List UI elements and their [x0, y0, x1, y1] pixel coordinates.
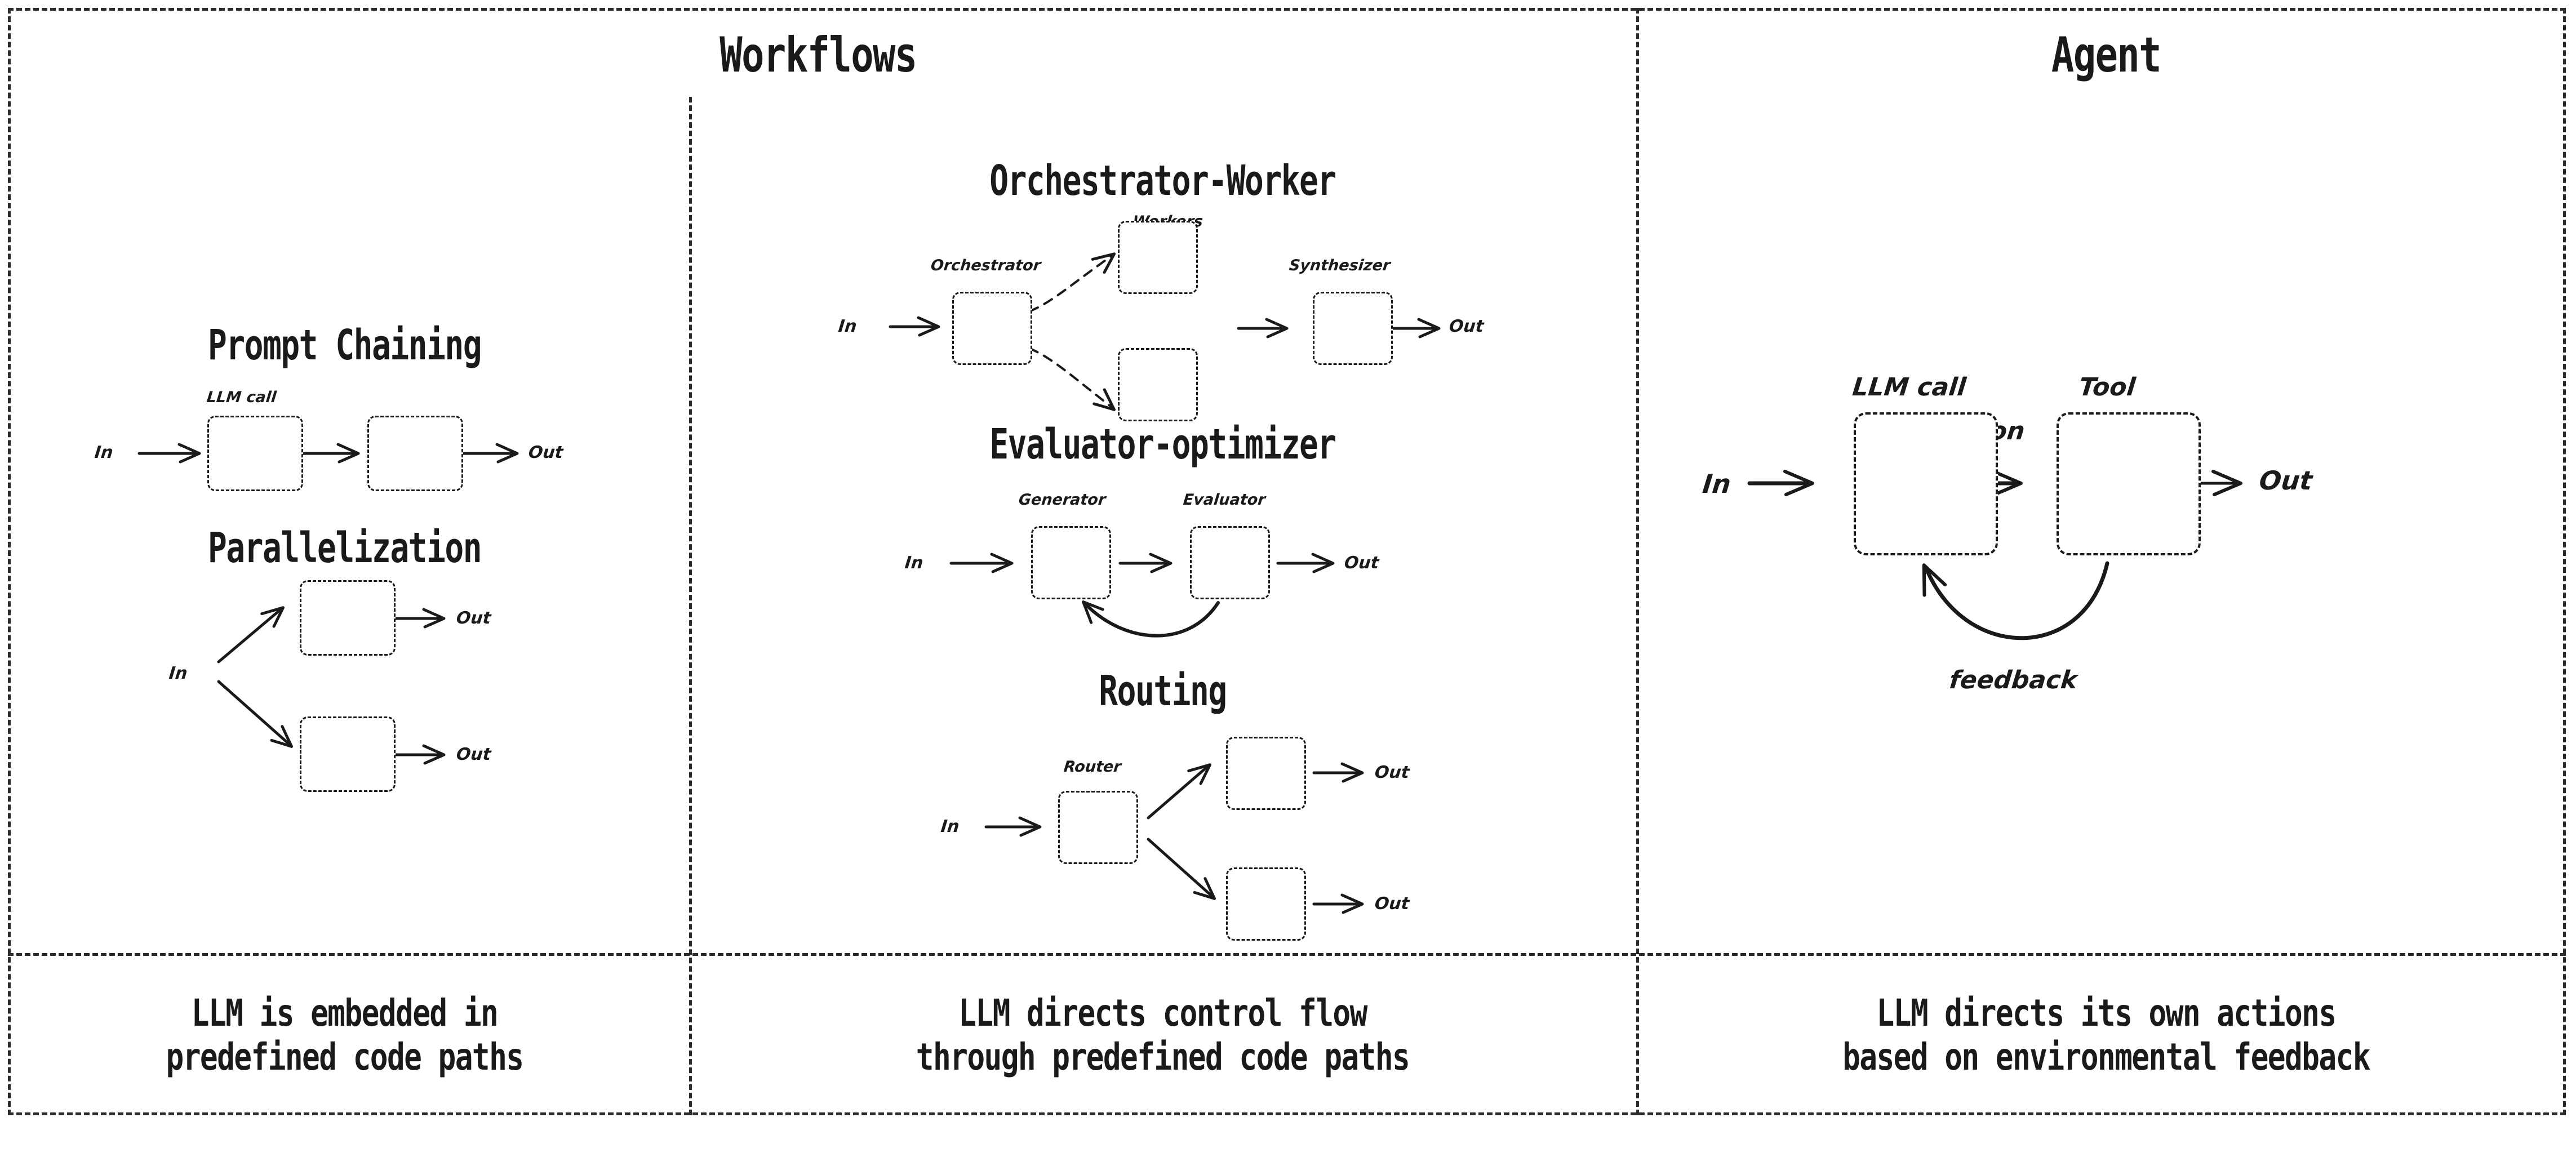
agent-out-label: Out: [2258, 465, 2314, 496]
parallelization-llm-node-bottom[interactable]: [300, 716, 396, 792]
evaluator-optimizer-generator-label: Generator: [1018, 491, 1107, 509]
orchestrator-worker-synthesizer-label: Synthesizer: [1288, 257, 1392, 274]
orchestrator-node[interactable]: [952, 292, 1032, 365]
prompt-chaining-out-label: Out: [527, 443, 565, 462]
parallelization-in-label: In: [168, 664, 189, 683]
agent-in-label: In: [1701, 469, 1733, 499]
parallelization-llm-node-top[interactable]: [300, 580, 396, 656]
routing-llm-node-top[interactable]: [1226, 737, 1306, 810]
prompt-chaining-llm-call-label: LLM call: [206, 389, 278, 406]
prompt-chaining-title: Prompt Chaining: [207, 321, 482, 370]
generator-node[interactable]: [1031, 526, 1111, 599]
outer-border: [8, 8, 2566, 1115]
evaluator-node[interactable]: [1190, 526, 1270, 599]
routing-router-label: Router: [1063, 758, 1122, 776]
routing-llm-node-bottom[interactable]: [1226, 867, 1306, 941]
worker-node-2[interactable]: [1118, 348, 1198, 421]
agent-llm-call-label: LLM call: [1851, 373, 1967, 402]
workflows-column-title: Workflows: [719, 27, 917, 83]
routing-title: Routing: [1099, 667, 1227, 715]
parallelization-out-bottom-label: Out: [455, 745, 492, 764]
evaluator-optimizer-title: Evaluator-optimizer: [989, 420, 1336, 469]
parallelization-out-top-label: Out: [455, 608, 492, 628]
agent-llm-call-node[interactable]: [1854, 412, 1998, 555]
orchestrator-worker-in-label: In: [837, 317, 858, 336]
router-node[interactable]: [1058, 791, 1138, 864]
caption-divider: [8, 953, 2566, 956]
agent-feedback-label: feedback: [1948, 666, 2079, 695]
prompt-chaining-llm-node-1[interactable]: [207, 416, 303, 491]
routing-in-label: In: [940, 817, 961, 836]
orchestrator-worker-orchestrator-label: Orchestrator: [930, 257, 1042, 274]
orchestrator-worker-out-label: Out: [1448, 317, 1485, 336]
orchestrator-worker-title: Orchestrator-Worker: [989, 157, 1336, 205]
evaluator-optimizer-out-label: Out: [1343, 553, 1380, 573]
workflows-inner-divider: [689, 97, 692, 1115]
prompt-chaining-llm-node-2[interactable]: [367, 416, 463, 491]
agent-tool-label: Tool: [2077, 373, 2137, 402]
routing-out-bottom-label: Out: [1374, 894, 1411, 914]
agent-column-title: Agent: [2051, 27, 2162, 83]
worker-node-1[interactable]: [1118, 221, 1198, 294]
agent-tool-node[interactable]: [2057, 412, 2201, 555]
parallelization-title: Parallelization: [207, 524, 482, 572]
prompt-chaining-in-label: In: [94, 443, 114, 462]
routing-out-top-label: Out: [1374, 763, 1411, 782]
evaluator-optimizer-evaluator-label: Evaluator: [1182, 491, 1267, 509]
synthesizer-node[interactable]: [1313, 292, 1393, 365]
workflows-agent-divider: [1636, 8, 1639, 1115]
evaluator-optimizer-in-label: In: [904, 553, 925, 573]
